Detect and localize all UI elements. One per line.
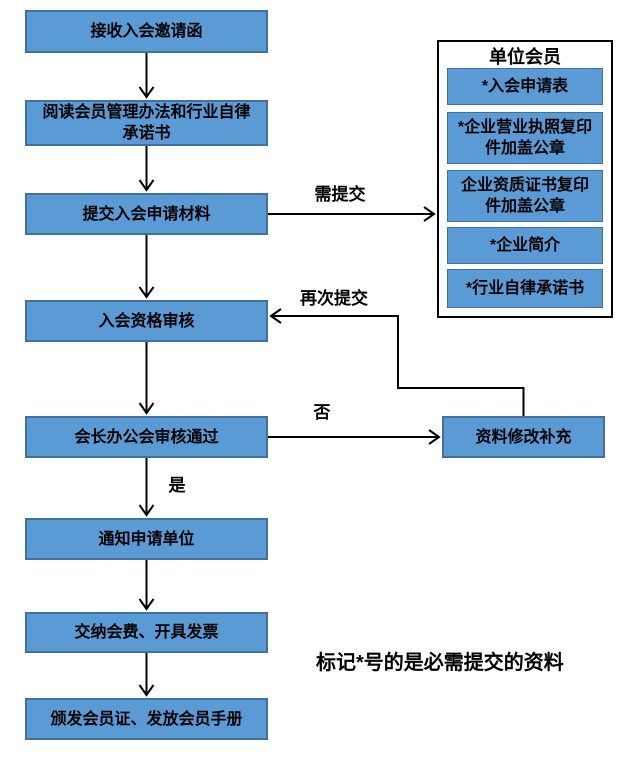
step-president-review: 会长办公会审核通过 — [25, 416, 268, 458]
panel-item-business-license: *企业营业执照复印件加盖公章 — [447, 112, 603, 164]
label-need-submit: 需提交 — [314, 185, 366, 204]
label-resubmit: 再次提交 — [300, 289, 368, 308]
panel-item-application-form: *入会申请表 — [447, 68, 603, 105]
label-yes: 是 — [168, 476, 186, 495]
panel-title: 单位会员 — [489, 47, 561, 67]
step-notify-applicant: 通知申请单位 — [25, 518, 268, 560]
box-material-revision: 资料修改补充 — [442, 416, 605, 458]
step-read-rules: 阅读会员管理办法和行业自律承诺书 — [25, 100, 268, 146]
step-pay-fee-invoice: 交纳会费、开具发票 — [25, 612, 268, 653]
panel-unit-member: 单位会员 *入会申请表 *企业营业执照复印件加盖公章 企业资质证书复印件加盖公章… — [437, 40, 613, 318]
note-required-materials: 标记*号的是必需提交的资料 — [316, 652, 564, 674]
step-receive-invitation: 接收入会邀请函 — [25, 10, 268, 53]
step-issue-certificate: 颁发会员证、发放会员手册 — [25, 698, 268, 740]
step-submit-materials: 提交入会申请材料 — [25, 193, 268, 235]
panel-item-self-discipline-letter: *行业自律承诺书 — [447, 269, 603, 308]
panel-item-company-profile: *企业简介 — [447, 227, 603, 264]
label-no: 否 — [313, 403, 331, 422]
step-qualification-review: 入会资格审核 — [25, 300, 268, 342]
panel-item-qualification-cert: 企业资质证书复印件加盖公章 — [447, 170, 603, 222]
